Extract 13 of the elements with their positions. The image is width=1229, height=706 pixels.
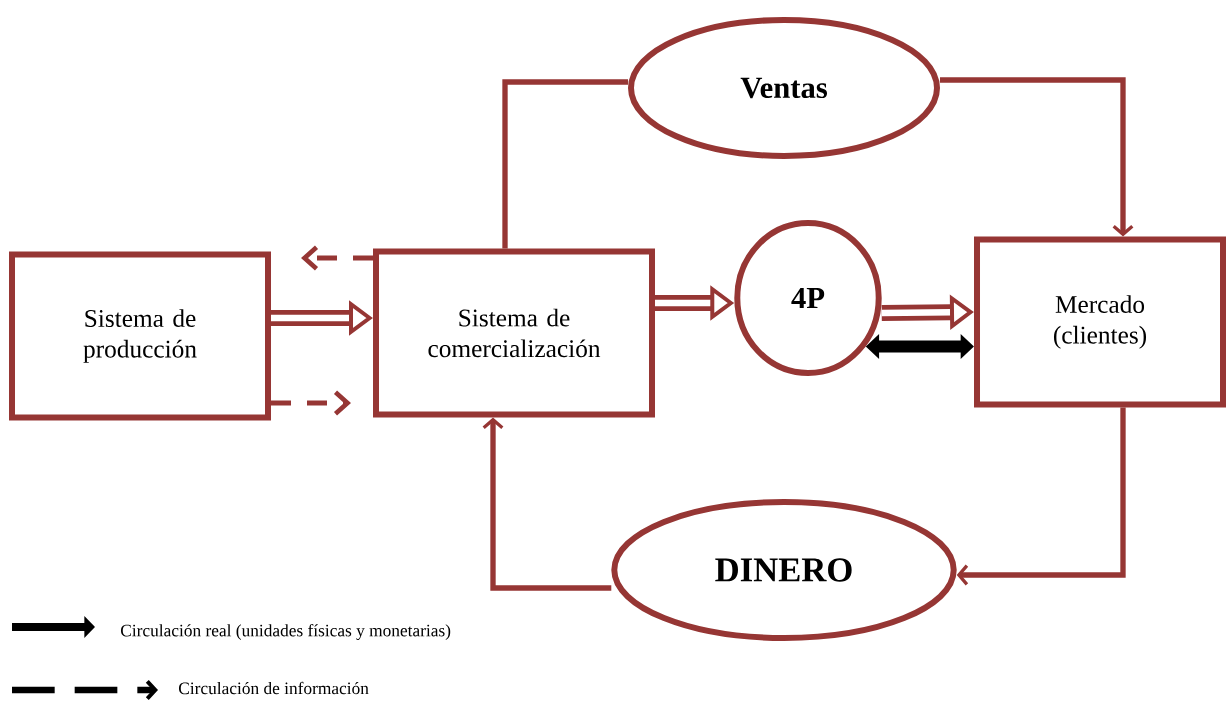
arrow [482,417,612,591]
arrow [301,245,373,271]
arrow [956,407,1126,586]
legend-text: Circulación real (unidades físicas y monetarias) [121,624,451,640]
ellipse-node: 4P [734,220,882,376]
arrow [271,390,351,416]
process-box: Mercado (clientes) [974,236,1226,408]
process-box: Sistema de comercialización [373,248,655,418]
arrow [940,77,1134,237]
ellipse-node: Ventas [628,17,940,159]
process-box: Sistema de producción [9,251,271,421]
ellipse-node: DINERO [611,499,957,641]
legend-text: Circulación de información [179,681,369,695]
